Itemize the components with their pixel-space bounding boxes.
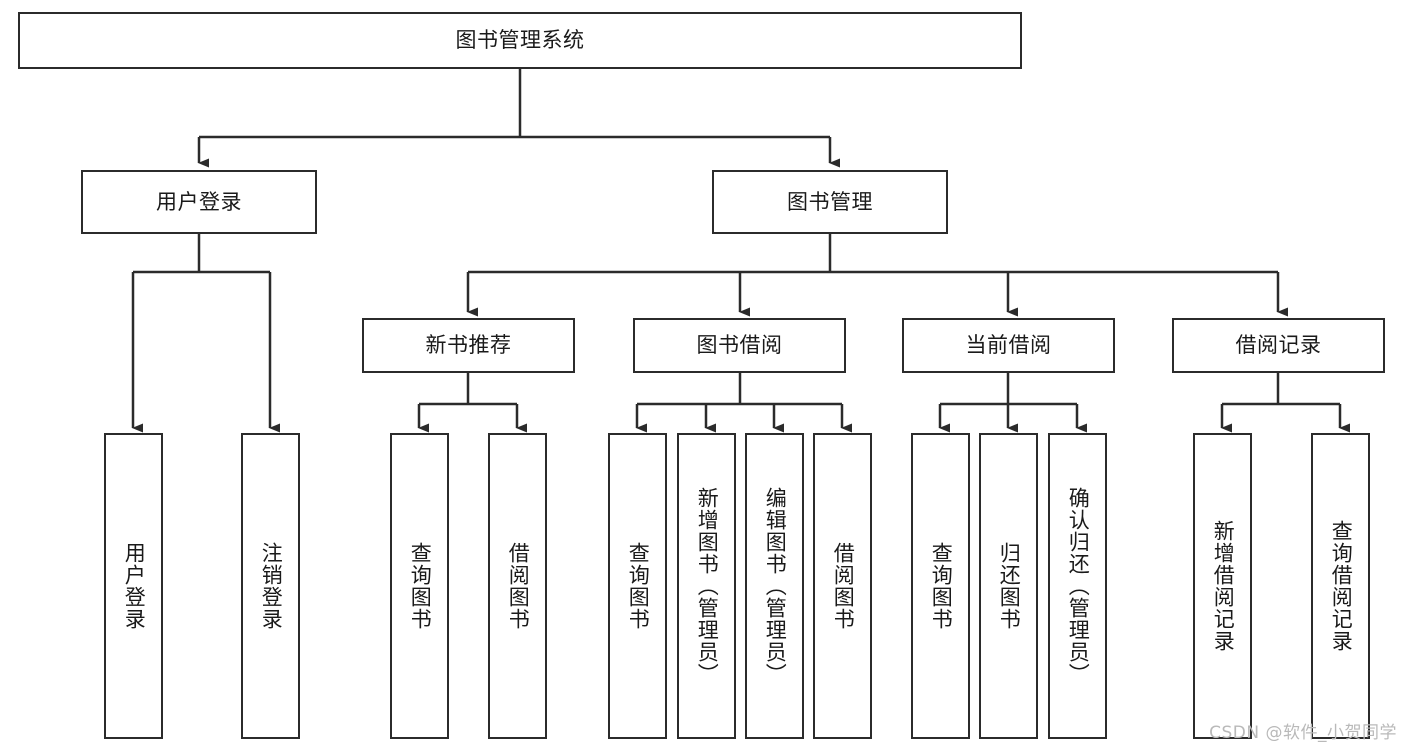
node-current-borrow[interactable]: 当前借阅	[902, 318, 1115, 373]
leaf-user-login-0[interactable]: 用户登录	[104, 433, 163, 739]
node-root[interactable]: 图书管理系统	[18, 12, 1022, 69]
leaf-label: 查询图书	[626, 542, 651, 630]
node-borrow-record-label: 借阅记录	[1235, 333, 1322, 358]
leaf-current-borrow-2[interactable]: 确认归还（管理员）	[1048, 433, 1107, 739]
leaf-book-borrow-2[interactable]: 编辑图书（管理员）	[745, 433, 804, 739]
leaf-label: 查询借阅记录	[1329, 520, 1354, 652]
node-book-borrow-label: 图书借阅	[696, 333, 783, 358]
leaf-label: 编辑图书（管理员）	[763, 487, 788, 685]
leaf-label: 用户登录	[122, 542, 147, 630]
leaf-label: 借阅图书	[831, 542, 856, 630]
leaf-label: 借阅图书	[506, 542, 531, 630]
leaf-borrow-record-1[interactable]: 查询借阅记录	[1311, 433, 1370, 739]
leaf-label: 确认归还（管理员）	[1066, 487, 1091, 685]
node-book-borrow[interactable]: 图书借阅	[633, 318, 846, 373]
leaf-book-borrow-0[interactable]: 查询图书	[608, 433, 667, 739]
node-root-label: 图书管理系统	[455, 28, 585, 53]
node-new-book-recommend[interactable]: 新书推荐	[362, 318, 575, 373]
leaf-book-borrow-1[interactable]: 新增图书（管理员）	[677, 433, 736, 739]
leaf-book-borrow-3[interactable]: 借阅图书	[813, 433, 872, 739]
leaf-label: 注销登录	[259, 542, 284, 630]
leaf-label: 查询图书	[408, 542, 433, 630]
node-user-login-label: 用户登录	[156, 189, 242, 214]
leaf-label: 查询图书	[929, 542, 954, 630]
leaf-new-book-recommend-1[interactable]: 借阅图书	[488, 433, 547, 739]
node-current-borrow-label: 当前借阅	[965, 333, 1052, 358]
leaf-borrow-record-0[interactable]: 新增借阅记录	[1193, 433, 1252, 739]
leaf-current-borrow-0[interactable]: 查询图书	[911, 433, 970, 739]
node-new-book-recommend-label: 新书推荐	[425, 333, 512, 358]
node-book-manage-label: 图书管理	[787, 189, 873, 214]
leaf-new-book-recommend-0[interactable]: 查询图书	[390, 433, 449, 739]
leaf-label: 新增借阅记录	[1211, 520, 1236, 652]
leaf-user-login-1[interactable]: 注销登录	[241, 433, 300, 739]
leaf-current-borrow-1[interactable]: 归还图书	[979, 433, 1038, 739]
leaf-label: 新增图书（管理员）	[695, 487, 720, 685]
node-borrow-record[interactable]: 借阅记录	[1172, 318, 1385, 373]
node-user-login[interactable]: 用户登录	[81, 170, 317, 234]
leaf-label: 归还图书	[997, 542, 1022, 630]
node-book-manage[interactable]: 图书管理	[712, 170, 948, 234]
